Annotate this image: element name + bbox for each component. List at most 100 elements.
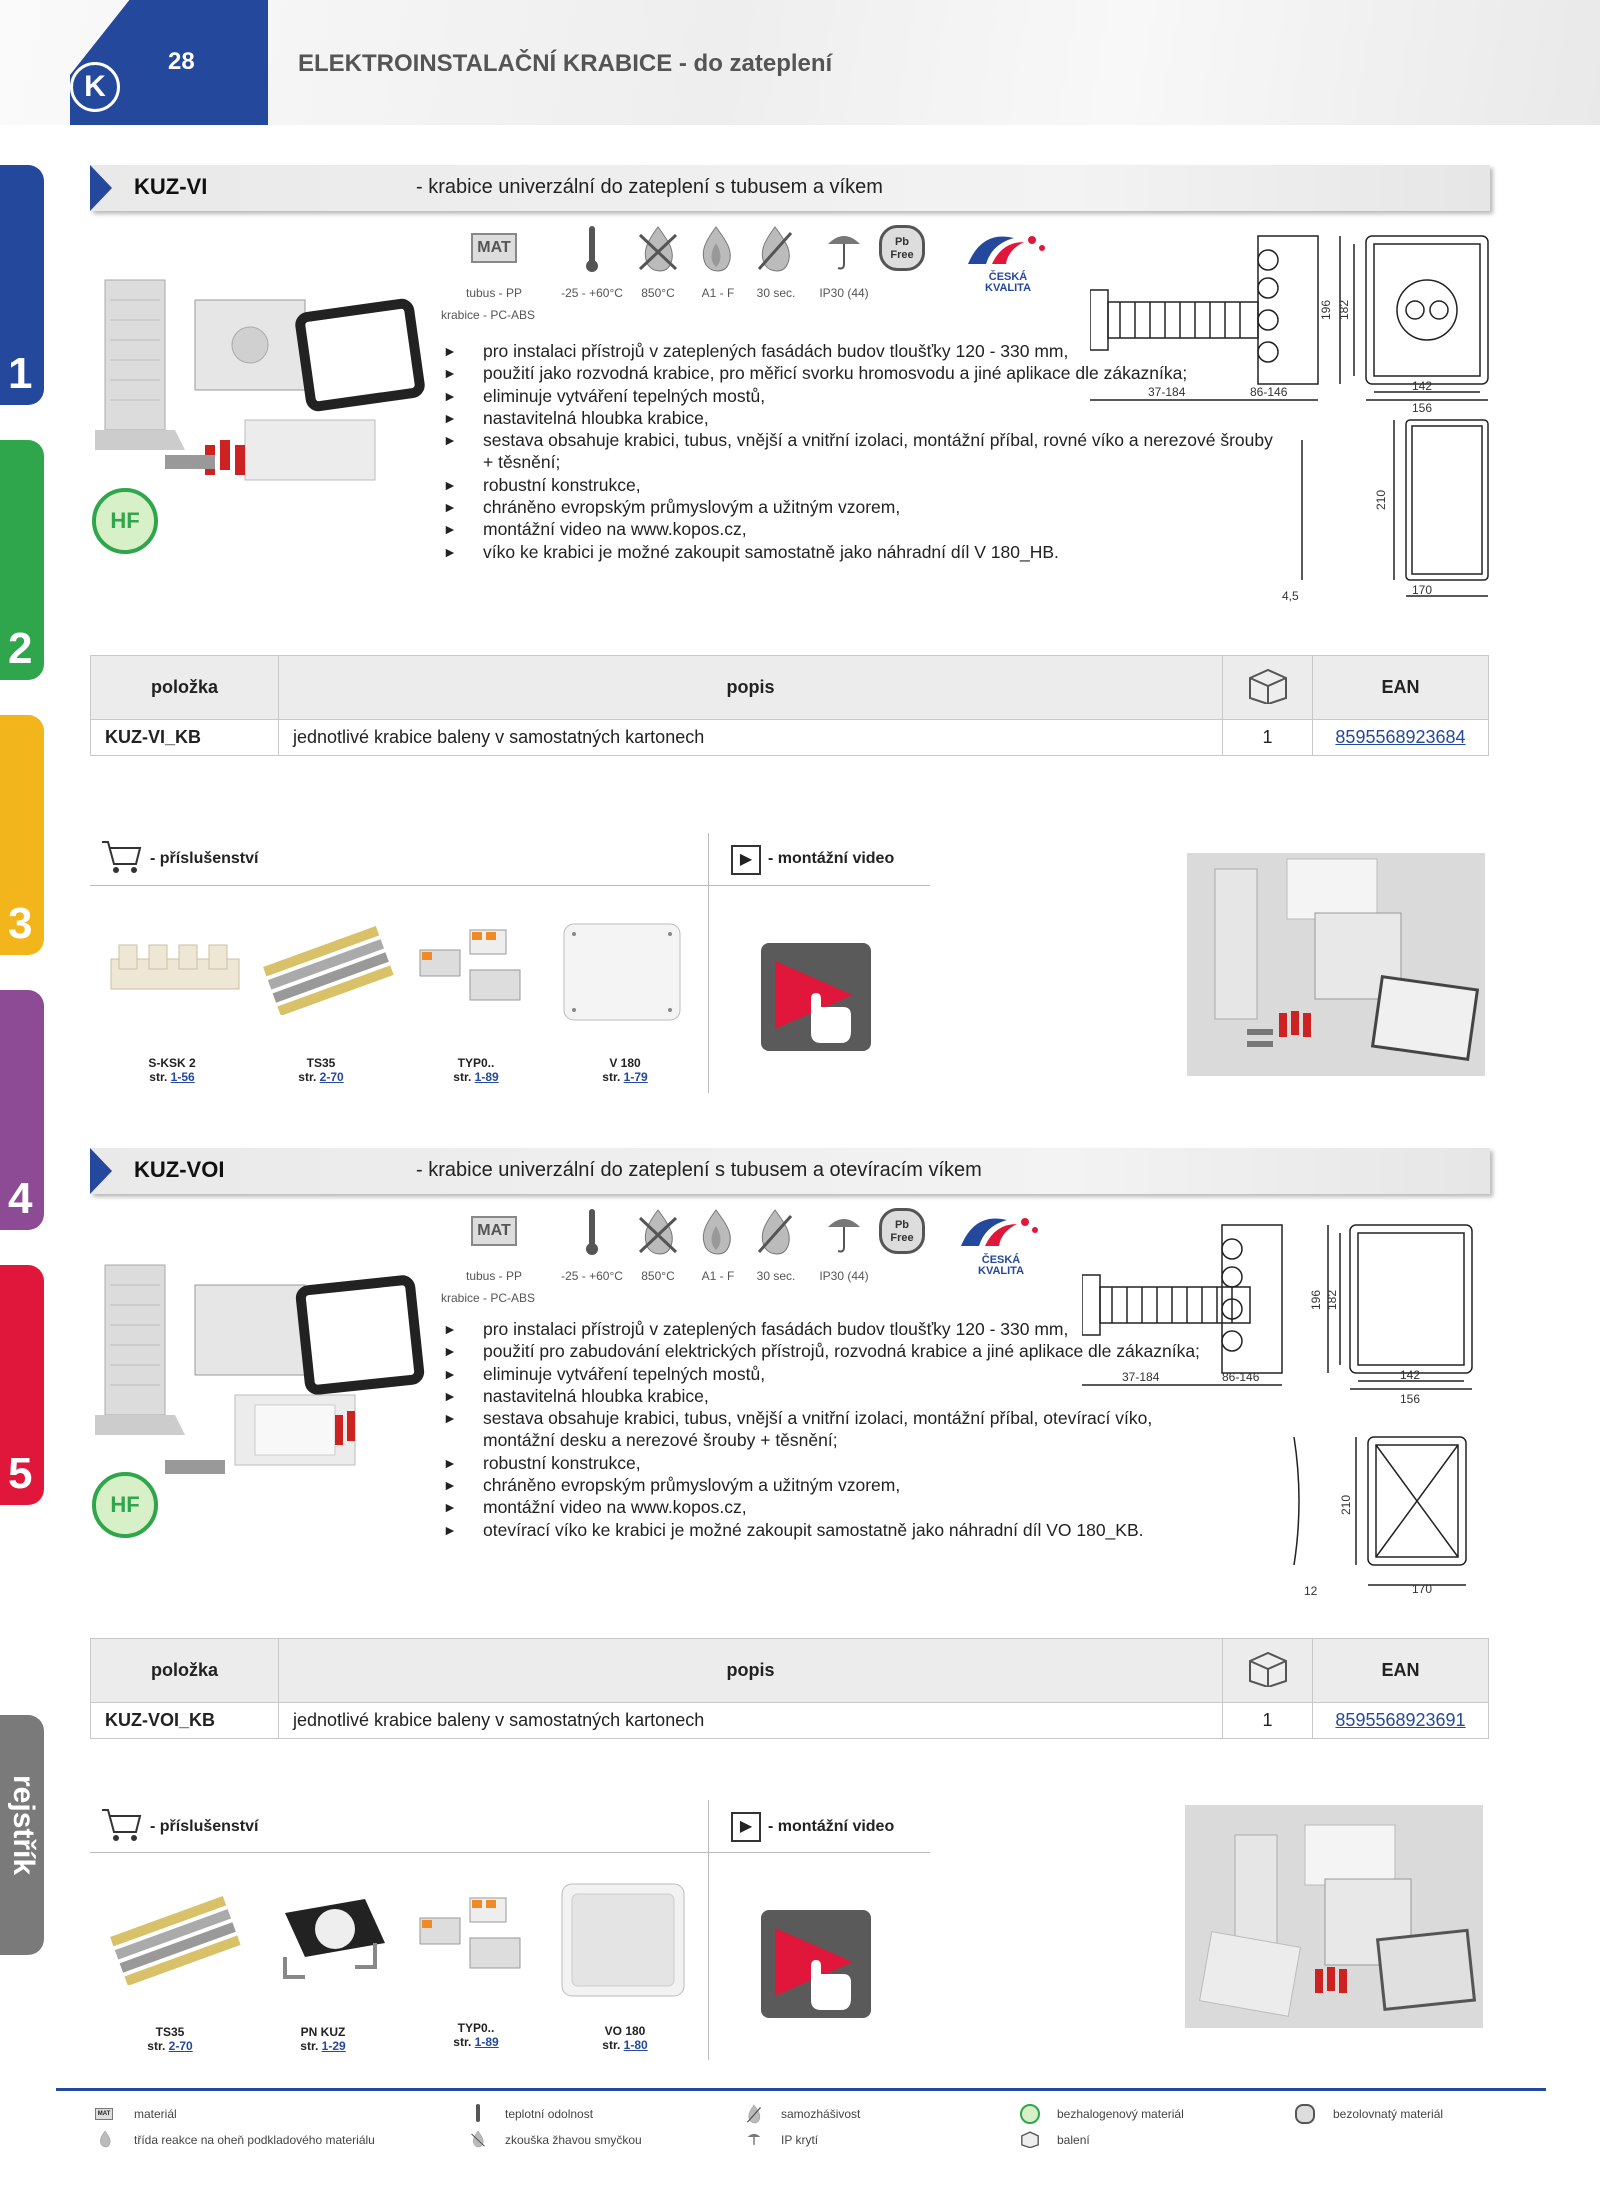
dim-width-outer: 156: [1412, 401, 1432, 415]
chapter-tab-5[interactable]: 5: [0, 1265, 44, 1505]
table-row: KUZ-VI_KB jednotlivé krabice baleny v sa…: [90, 719, 1489, 756]
ip-rating-label: IP30 (44): [819, 286, 869, 300]
item-qty: 1: [1222, 1702, 1313, 1739]
chapter-tab-2[interactable]: 2: [0, 440, 44, 680]
legend-text: samozhášivost: [781, 2107, 861, 2121]
lead-free-icon: [1295, 2104, 1315, 2124]
technical-drawing: 37-184 86-146 196 182 142 156 210 12 170: [1082, 1224, 1473, 1598]
legend-text: bezhalogenový materiál: [1057, 2107, 1184, 2121]
product-description: - krabice univerzální do zateplení s tub…: [416, 176, 883, 198]
accessory-image: [561, 1883, 685, 1997]
accessory-image: [283, 1899, 385, 1979]
col-package: [1222, 655, 1313, 720]
feature-item: použití jako rozvodná krabice, pro měřic…: [443, 362, 1283, 385]
glow-wire-icon: [471, 2130, 485, 2148]
halogen-free-badge: HF: [92, 488, 158, 554]
play-icon[interactable]: ▶: [731, 845, 761, 875]
product-install-photo: [1187, 853, 1485, 1076]
ean-link[interactable]: 8595568923684: [1335, 727, 1466, 747]
col-ean: EAN: [1312, 655, 1489, 720]
index-tab[interactable]: rejstřík: [0, 1715, 44, 1955]
legend-text: materiál: [134, 2107, 177, 2121]
material-box-label: krabice - PC-ABS: [441, 308, 536, 322]
chapter-tab-1[interactable]: 1: [0, 165, 44, 405]
material-tube-label: tubus - PP: [465, 1269, 523, 1283]
glow-wire-label: 850°C: [641, 1269, 675, 1283]
accessory-image: [419, 929, 521, 1001]
accessory-image: [419, 1897, 521, 1969]
product-table: položka popis EAN KUZ-VI_KB jednotlivé k…: [90, 655, 1489, 756]
ip-rating-label: IP30 (44): [819, 1269, 869, 1283]
dim-width-inner: 142: [1400, 1368, 1420, 1382]
legend-text: třída reakce na oheň podkladového materi…: [134, 2133, 375, 2147]
feature-item: robustní konstrukce,: [443, 474, 1283, 497]
divider: [708, 833, 709, 1093]
legend-text: IP krytí: [781, 2133, 819, 2147]
product-description: - krabice univerzální do zateplení s tub…: [416, 1159, 982, 1181]
item-desc: jednotlivé krabice baleny v samostatných…: [278, 719, 1223, 756]
self-extinguish-label: 30 sec.: [756, 286, 796, 300]
page-title: ELEKTROINSTALAČNÍ KRABICE - do zateplení: [298, 50, 833, 77]
technical-drawing: 37-184 86-146 196 182 142 156 210 4,5 17…: [1090, 235, 1489, 603]
accessories-heading: - příslušenství: [150, 1818, 259, 1835]
item-ean: 8595568923691: [1312, 1702, 1489, 1739]
accessory-image: [110, 944, 240, 990]
feature-item: nastavitelná hloubka krabice,: [443, 1385, 1203, 1408]
accessory-image: [110, 1895, 241, 1985]
flame-icon: [100, 2130, 111, 2148]
chapter-tab-3[interactable]: 3: [0, 715, 44, 955]
accessories-heading: - příslušenství: [150, 850, 259, 867]
accessory-item[interactable]: TYP0..str. 1-89: [453, 1056, 499, 1084]
legend-text: zkouška žhavou smyčkou: [505, 2133, 642, 2147]
item-code: KUZ-VI_KB: [90, 719, 279, 756]
feature-item: nastavitelná hloubka krabice,: [443, 407, 1283, 430]
feature-item: chráněno evropským průmyslovým a užitným…: [443, 496, 1283, 519]
item-ean: 8595568923684: [1312, 719, 1489, 756]
flame-icon: [702, 1209, 731, 1255]
legend-text: balení: [1057, 2133, 1090, 2147]
video-thumbnail[interactable]: [761, 943, 871, 1051]
flame-icon: [702, 226, 731, 272]
product-photo: [95, 279, 425, 481]
ean-link[interactable]: 8595568923691: [1335, 1710, 1466, 1730]
product-install-photo: [1185, 1805, 1483, 2028]
item-code: KUZ-VOI_KB: [90, 1702, 279, 1739]
legend-text: teplotní odolnost: [505, 2107, 594, 2121]
glow-wire-label: 850°C: [641, 286, 675, 300]
package-icon: [1248, 1651, 1287, 1689]
accessory-image: [563, 923, 681, 1021]
dim-lid-width: 170: [1412, 583, 1432, 597]
feature-item: sestava obsahuje krabici, tubus, vnější …: [443, 429, 1283, 474]
dim-depth2: 86-146: [1250, 385, 1288, 399]
col-ean: EAN: [1312, 1638, 1489, 1703]
dim-depth: 37-184: [1122, 1370, 1160, 1384]
col-package: [1222, 1638, 1313, 1703]
accessory-image: [263, 925, 394, 1015]
product-header-bar: [90, 1148, 1490, 1194]
material-box-label: krabice - PC-ABS: [441, 1291, 536, 1305]
video-thumbnail[interactable]: [761, 1910, 871, 2018]
item-desc: jednotlivé krabice baleny v samostatných…: [278, 1702, 1223, 1739]
ip-icon: [828, 236, 860, 270]
chapter-tab-4[interactable]: 4: [0, 990, 44, 1230]
feature-item: pro instalaci přístrojů v zateplených fa…: [443, 340, 1283, 363]
col-item: položka: [90, 655, 279, 720]
self-extinguish-icon: [757, 226, 793, 272]
feature-list: pro instalaci přístrojů v zateplených fa…: [443, 340, 1283, 563]
cart-icon: [102, 841, 142, 873]
accessory-item[interactable]: TYP0..str. 1-89: [453, 2021, 499, 2049]
product-header-bar: [90, 165, 1490, 211]
dim-height-outer: 196: [1319, 300, 1333, 320]
feature-item: sestava obsahuje krabici, tubus, vnější …: [443, 1407, 1203, 1452]
play-icon[interactable]: ▶: [731, 1812, 761, 1842]
legend-text: bezolovnatý materiál: [1333, 2107, 1444, 2121]
feature-item: pro instalaci přístrojů v zateplených fa…: [443, 1318, 1203, 1341]
